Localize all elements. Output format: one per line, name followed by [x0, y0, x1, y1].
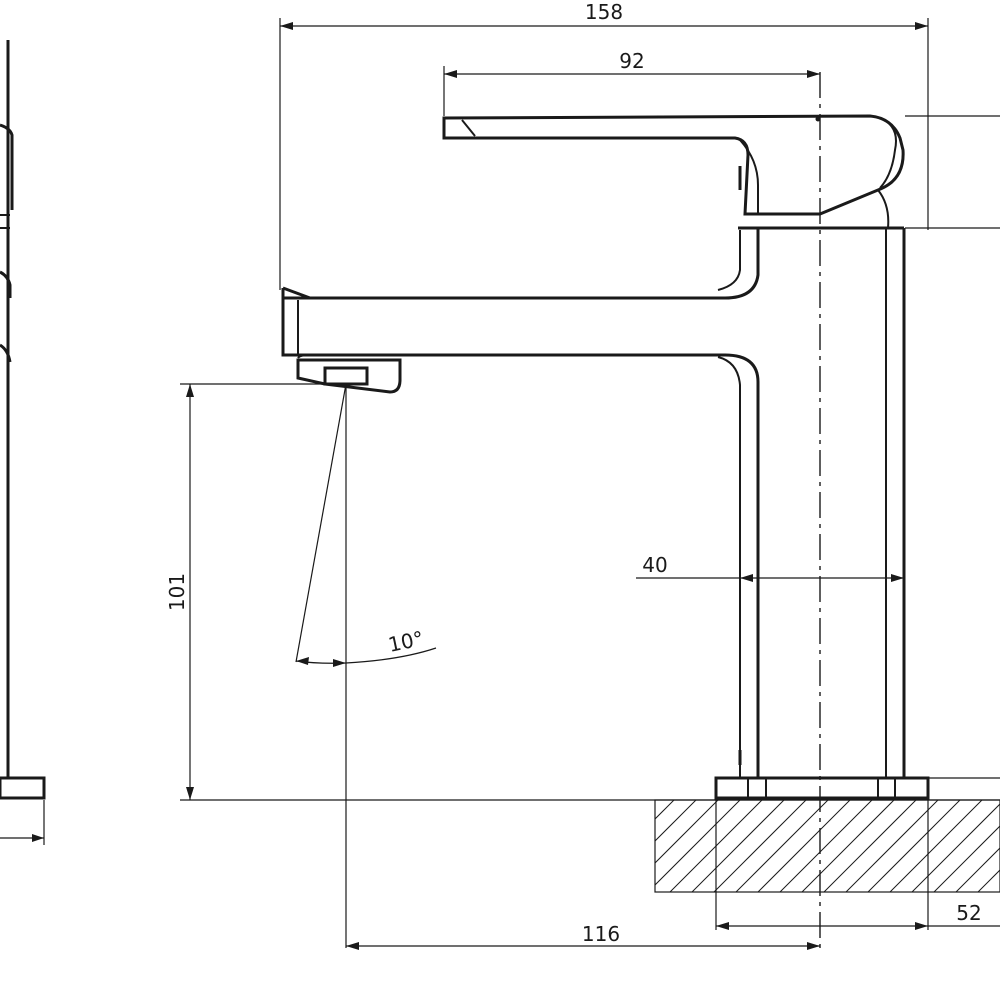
hatch-line — [801, 800, 895, 892]
dimension-spout-projection: 116 — [346, 922, 820, 950]
hatch-line — [911, 803, 1000, 892]
dim-label-92: 92 — [619, 49, 644, 73]
hatch-line — [655, 800, 697, 842]
spray-angle-annotation: 10° — [295, 383, 437, 948]
dim-label-101: 101 — [165, 573, 189, 611]
hatch-line — [655, 800, 719, 864]
aerator — [296, 358, 402, 394]
hatch-line — [867, 800, 961, 892]
hatch-line — [713, 800, 807, 892]
hatch-line — [779, 800, 873, 892]
hatch-line — [823, 800, 917, 892]
hatch-line — [735, 800, 829, 892]
hatch-line — [655, 800, 741, 886]
hatch-line — [845, 800, 939, 892]
lever-handle — [442, 114, 905, 216]
dimension-handle-reach: 92 — [443, 49, 820, 116]
hatch-line — [560, 800, 652, 892]
handle-pivot-dot — [815, 116, 821, 122]
hatch-line — [889, 800, 983, 892]
side-view-partial — [0, 40, 46, 845]
dimension-body-width: 40 — [636, 553, 904, 582]
countertop-hatch — [180, 799, 1000, 893]
hatch-line — [691, 800, 785, 892]
hatch-line — [655, 800, 675, 820]
dimension-overall-width: 158 — [279, 0, 929, 290]
spout-lower — [298, 353, 760, 778]
hatch-line — [977, 869, 1000, 892]
dim-label-158: 158 — [585, 0, 623, 24]
spout-upper — [283, 226, 760, 300]
dim-label-40: 40 — [642, 553, 667, 577]
hatch-line — [955, 847, 1000, 892]
hatch-line — [757, 800, 851, 892]
hatch-line — [933, 825, 1000, 892]
base-flange — [714, 776, 930, 800]
dim-label-52: 52 — [956, 901, 981, 925]
dim-label-116: 116 — [582, 922, 620, 946]
faucet-outline — [281, 114, 930, 800]
dimension-base-width: 52 — [715, 892, 1000, 930]
dimension-spout-height: 101 — [165, 383, 325, 800]
